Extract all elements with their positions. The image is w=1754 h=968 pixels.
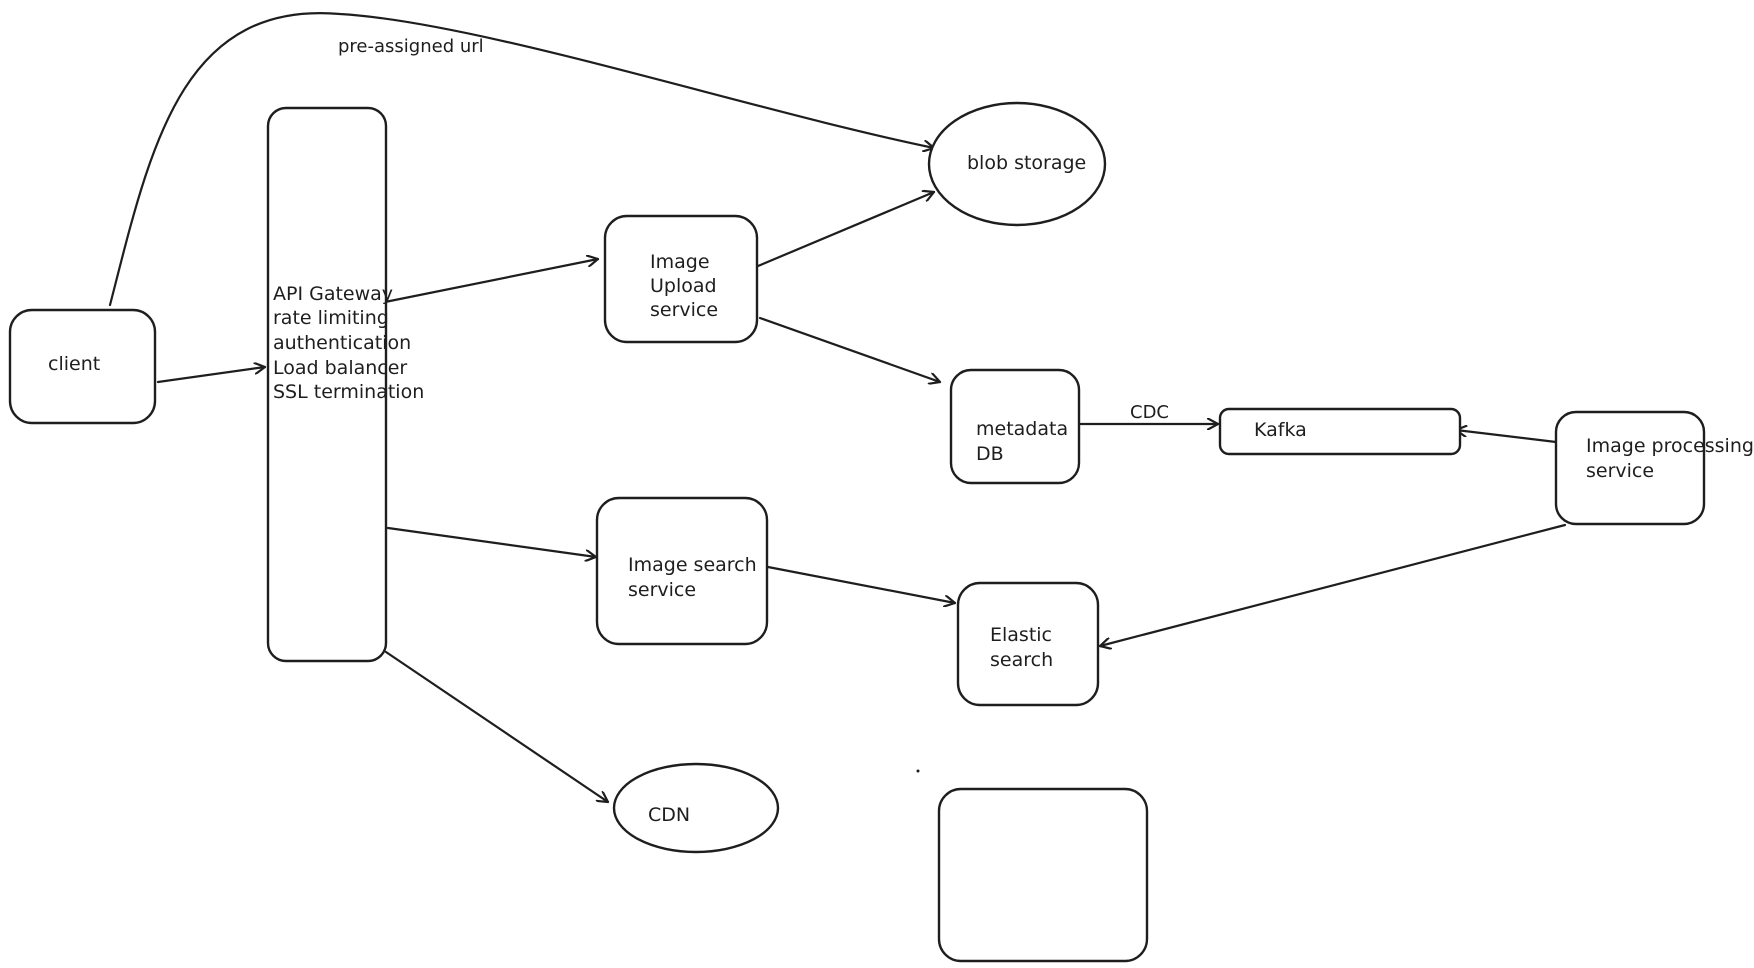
cdn-node[interactable]: CDN <box>612 762 780 854</box>
api-gateway-box[interactable]: API Gateway rate limiting authentication… <box>266 106 424 663</box>
client-label: client <box>48 353 100 375</box>
edge-client-to-blob-storage <box>108 11 936 307</box>
blob-storage-node[interactable]: blob storage <box>927 101 1107 227</box>
edge-processing-to-kafka <box>1454 430 1558 444</box>
metadata-db-label: metadata DB <box>976 418 1074 465</box>
edge-upload-service-to-blob-storage <box>756 192 936 268</box>
edge-gateway-to-cdn <box>384 650 610 804</box>
blob-storage-label: blob storage <box>967 152 1086 174</box>
elastic-search-label: Elastic search <box>990 624 1058 671</box>
edge-processing-to-elastic <box>1098 523 1567 646</box>
image-search-service-box[interactable]: Image search service <box>595 496 769 646</box>
api-gateway-label: API Gateway rate limiting authentication… <box>273 283 424 403</box>
empty-box[interactable] <box>937 787 1149 963</box>
edges: pre-assigned url CDC <box>108 11 1567 804</box>
client-box[interactable]: client <box>8 308 157 425</box>
edge-upload-service-to-metadata-db <box>758 316 942 382</box>
edge-search-service-to-elastic <box>766 565 957 603</box>
image-processing-service-box[interactable]: Image processing service <box>1554 410 1754 526</box>
image-search-service-label: Image search service <box>628 554 763 601</box>
stray-dot <box>916 769 920 773</box>
cdn-label: CDN <box>648 804 690 826</box>
image-upload-service-box[interactable]: Image Upload service <box>603 214 759 344</box>
edge-gateway-to-search-service <box>386 526 598 557</box>
edge-label-cdc: CDC <box>1130 402 1169 423</box>
image-processing-service-label: Image processing service <box>1586 435 1754 482</box>
image-upload-service-label: Image Upload service <box>650 251 723 321</box>
kafka-label: Kafka <box>1254 419 1307 441</box>
edge-label-pre-assigned-url: pre-assigned url <box>338 36 484 57</box>
edge-gateway-to-upload-service <box>383 259 600 304</box>
metadata-db-box[interactable]: metadata DB <box>949 368 1081 485</box>
elastic-search-box[interactable]: Elastic search <box>956 581 1100 707</box>
kafka-box[interactable]: Kafka <box>1218 407 1462 456</box>
edge-client-to-gateway <box>156 367 267 384</box>
